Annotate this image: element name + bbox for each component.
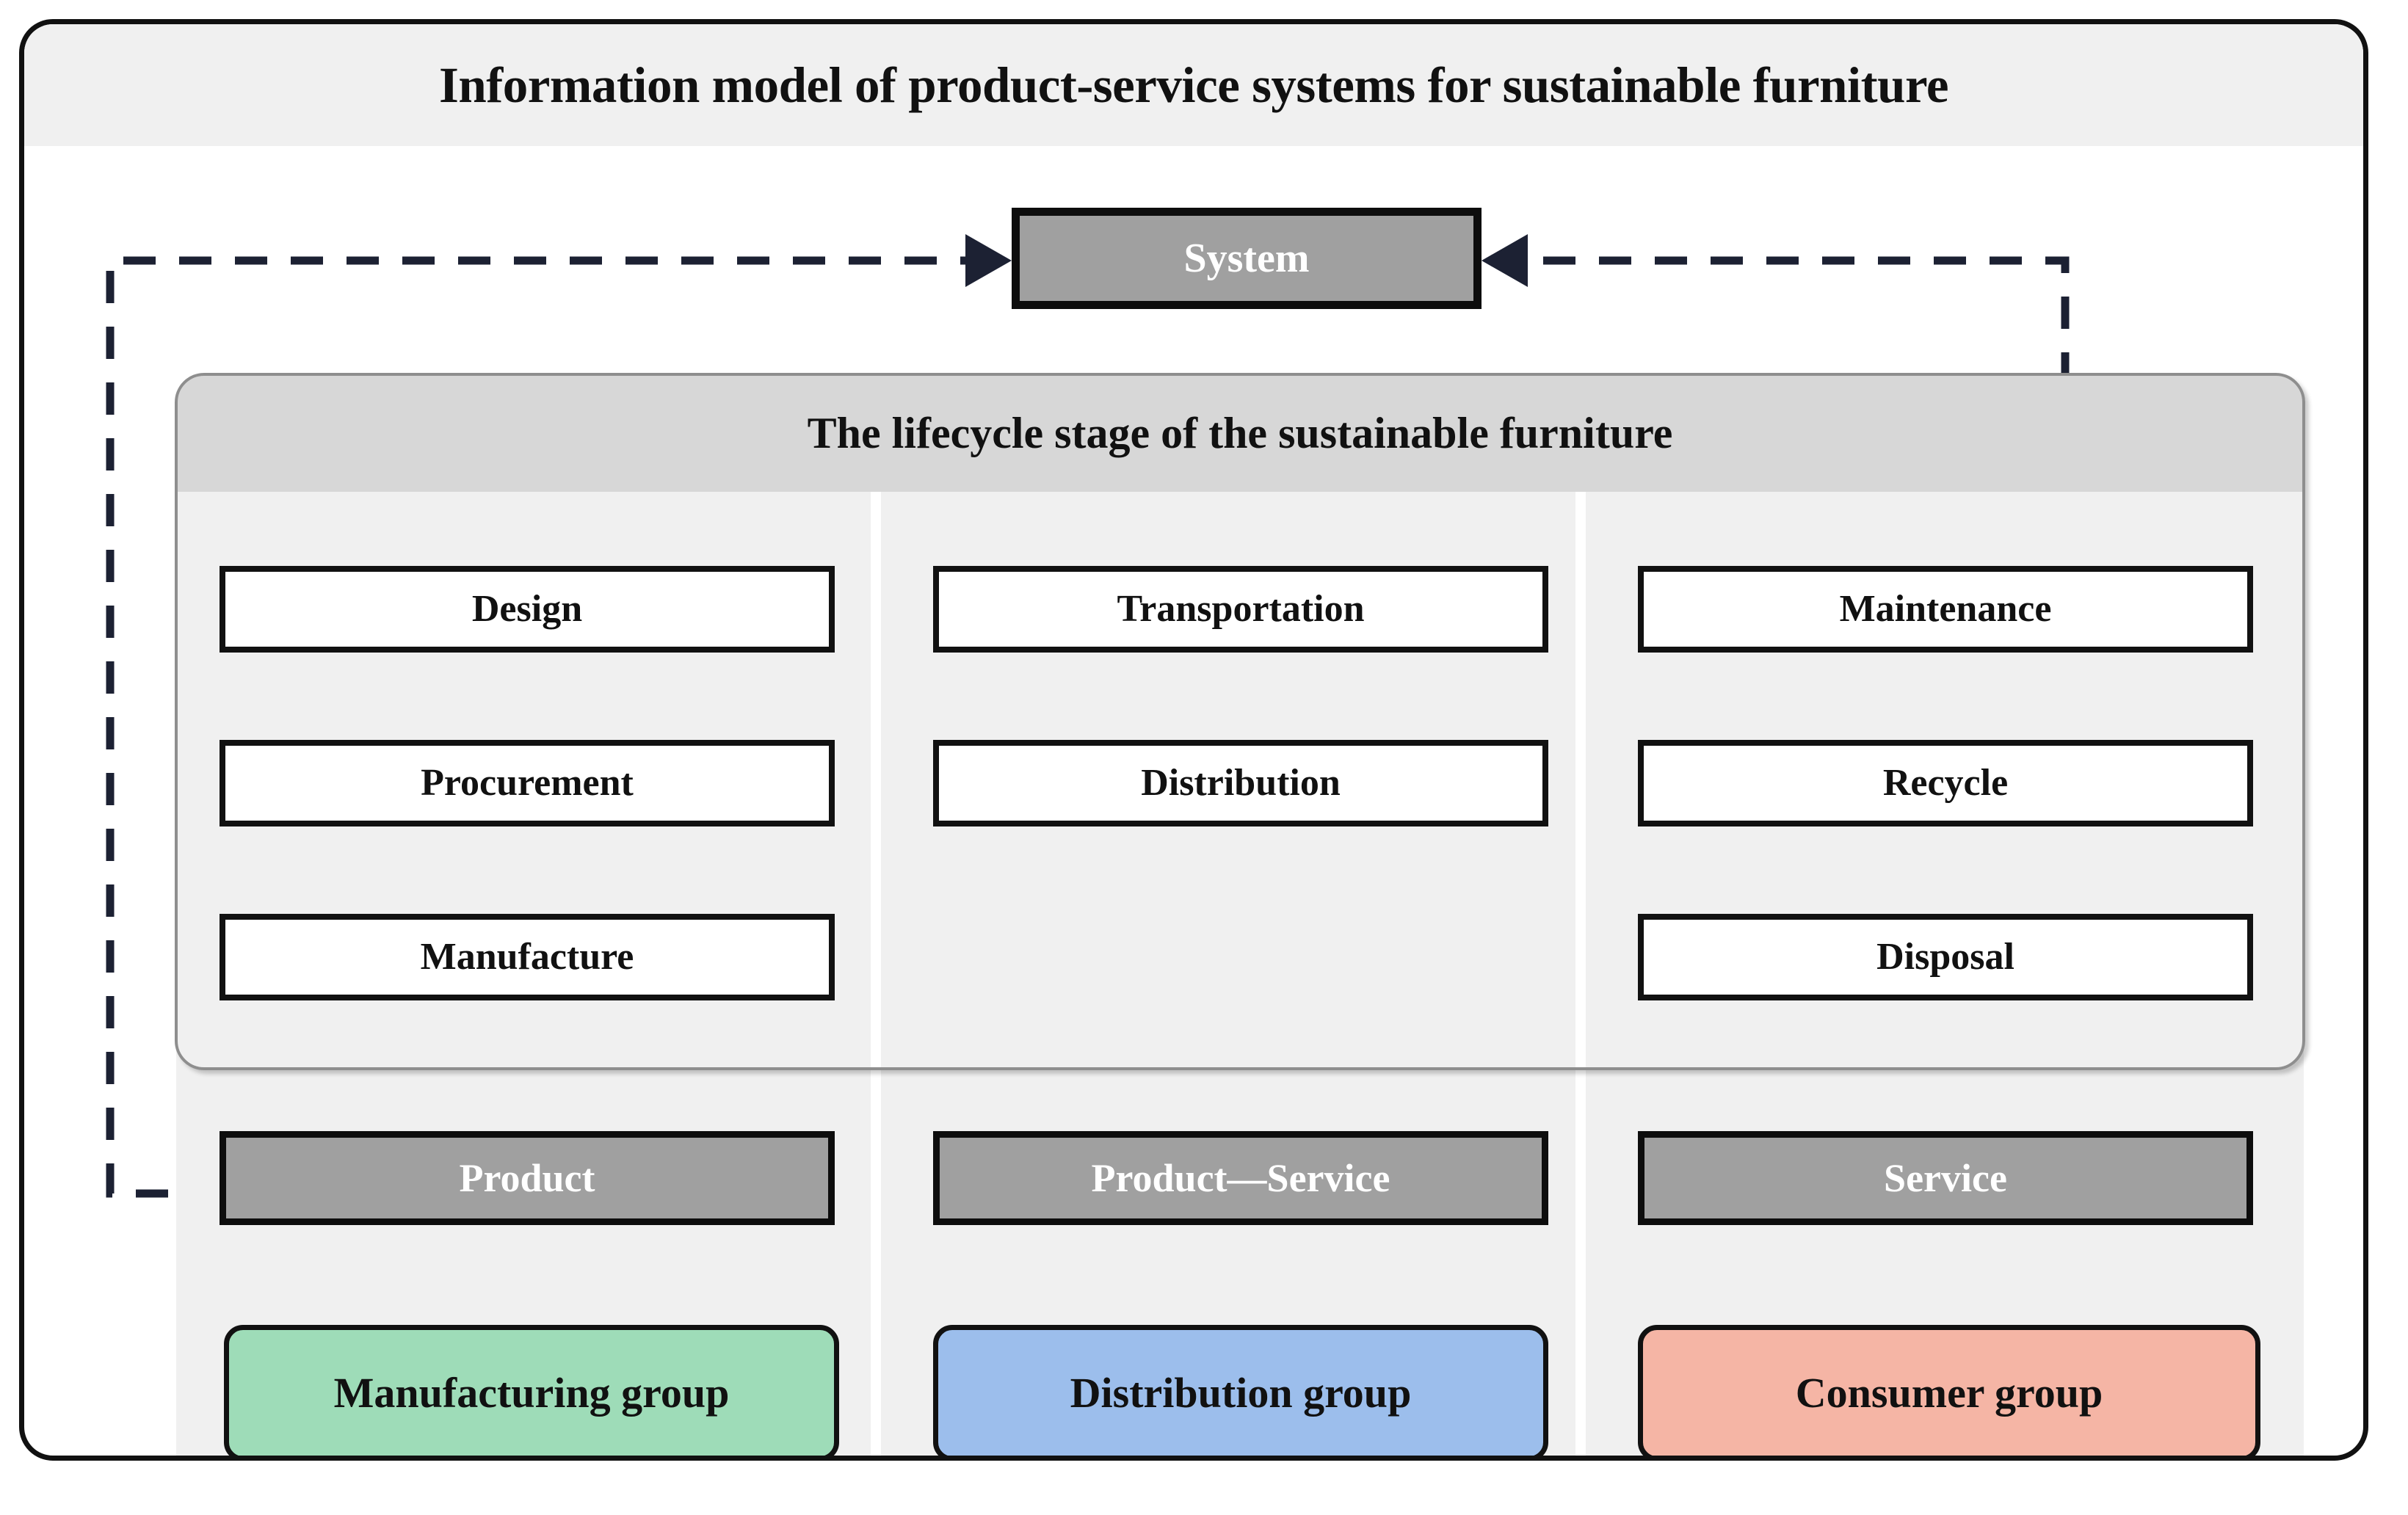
group-pill-consumer[interactable]: Consumer group bbox=[1638, 1325, 2260, 1456]
stage-box-recycle[interactable]: Recycle bbox=[1638, 740, 2253, 826]
category-label: Product—Service bbox=[1091, 1156, 1390, 1200]
system-node[interactable]: System bbox=[1012, 208, 1482, 309]
stage-box-design[interactable]: Design bbox=[220, 566, 835, 653]
stage-box-maintenance[interactable]: Maintenance bbox=[1638, 566, 2253, 653]
stage-label: Transportation bbox=[1117, 588, 1365, 630]
stage-label: Maintenance bbox=[1839, 588, 2052, 630]
group-label: Consumer group bbox=[1795, 1369, 2103, 1417]
system-node-label: System bbox=[1183, 236, 1310, 281]
lifecycle-panel-header: The lifecycle stage of the sustainable f… bbox=[176, 374, 2304, 492]
arrowhead-left-into-system bbox=[965, 234, 1012, 287]
stage-label: Recycle bbox=[1882, 762, 2009, 804]
stage-box-distribution[interactable]: Distribution bbox=[933, 740, 1548, 826]
stage-label: Design bbox=[471, 588, 583, 630]
group-pill-manufacturing[interactable]: Manufacturing group bbox=[224, 1325, 839, 1456]
stage-box-disposal[interactable]: Disposal bbox=[1638, 914, 2253, 1000]
stage-label: Distribution bbox=[1141, 762, 1341, 804]
stage-label: Manufacture bbox=[420, 936, 634, 978]
lifecycle-panel-title: The lifecycle stage of the sustainable f… bbox=[807, 408, 1673, 457]
stage-box-procurement[interactable]: Procurement bbox=[220, 740, 835, 826]
category-bar-product[interactable]: Product bbox=[220, 1131, 835, 1225]
stage-box-transportation[interactable]: Transportation bbox=[933, 566, 1548, 653]
arrowhead-right-into-system bbox=[1482, 234, 1528, 287]
group-pill-distribution[interactable]: Distribution group bbox=[933, 1325, 1548, 1456]
group-label: Manufacturing group bbox=[333, 1369, 730, 1417]
category-label: Product bbox=[459, 1156, 595, 1200]
stage-label: Procurement bbox=[421, 762, 634, 804]
page-title: Information model of product-service sys… bbox=[439, 57, 1948, 113]
outer-frame: Information model of product-service sys… bbox=[19, 19, 2368, 1461]
category-bar-product-service[interactable]: Product—Service bbox=[933, 1131, 1548, 1225]
group-label: Distribution group bbox=[1070, 1369, 1412, 1417]
category-bar-service[interactable]: Service bbox=[1638, 1131, 2253, 1225]
stage-box-manufacture[interactable]: Manufacture bbox=[220, 914, 835, 1000]
stage-label: Disposal bbox=[1876, 936, 2014, 978]
title-band: Information model of product-service sys… bbox=[24, 24, 2363, 146]
category-label: Service bbox=[1884, 1156, 2007, 1200]
